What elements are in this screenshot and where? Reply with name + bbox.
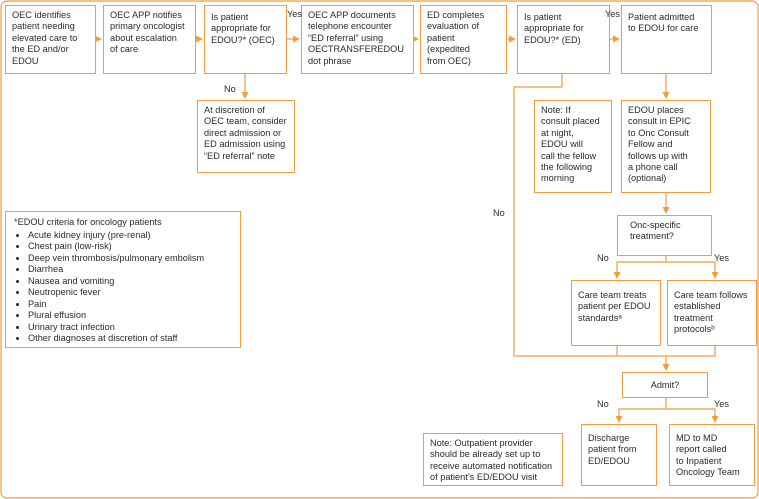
node-follows-protocols: Care team follows established treatment … [667,280,757,346]
node-app-notifies: OEC APP notifies primary oncologist abou… [103,5,196,74]
criteria-item: Neutropenic fever [28,287,232,299]
node-admitted-edou: Patient admitted to EDOU for care [621,5,712,74]
criteria-item: Diarrhea [28,264,232,276]
label-no-admit: No [597,399,609,409]
node-app-documents: OEC APP documents telephone encounter “E… [301,5,414,74]
criteria-item: Chest pain (low-risk) [28,241,232,253]
node-oec-identifies: OEC identifies patient needing elevated … [5,5,96,74]
criteria-item: Other diagnoses at discretion of staff [28,333,232,345]
criteria-item: Deep vein thrombosis/pulmonary embolism [28,253,232,265]
label-no-onc: No [597,253,609,263]
node-onc-specific: Onc-specific treatment? [617,215,712,256]
criteria-item: Nausea and vomiting [28,276,232,288]
arrow-onc-yes [666,261,719,279]
label-yes-oec: Yes [287,9,302,19]
label-no-ed: No [493,208,505,218]
line-decision-ed-no [513,74,617,357]
criteria-item: Pain [28,299,232,311]
node-decision-ed: Is patient appropriate for EDOU?* (ED) [517,5,610,74]
label-yes-ed: Yes [605,9,620,19]
arrow-admit-yes [666,408,719,423]
label-yes-admit: Yes [714,399,729,409]
node-md-report: MD to MD report called to Inpatient Onco… [669,424,755,486]
criteria-title: *EDOU criteria for oncology patients [14,217,162,227]
node-note-outpatient: Note: Outpatient provider should be alre… [423,433,563,486]
node-ed-completes: ED completes evaluation of patient (expe… [420,5,507,74]
node-discharge: Discharge patient from ED/EDOU [581,424,657,486]
node-decision-oec: Is patient appropriate for EDOU?* (OEC) [204,5,287,74]
criteria-item: Urinary tract infection [28,322,232,334]
node-admit: Admit? [622,372,708,398]
criteria-item: Plural effusion [28,310,232,322]
criteria-item: Acute kidney injury (pre-renal) [28,230,232,242]
edou-criteria-box: *EDOU criteria for oncology patients Acu… [5,211,241,348]
arrow-onc-no [613,256,667,279]
criteria-list: Acute kidney injury (pre-renal) Chest pa… [14,230,232,345]
arrow-admit-no [615,398,667,423]
node-edou-places: EDOU places consult in EPIC to Onc Consu… [621,100,711,193]
node-discretion: At discretion of OEC team, consider dire… [197,100,295,173]
label-yes-onc: Yes [714,253,729,263]
label-no-oec: No [224,84,236,94]
node-treats-standards: Care team treats patient per EDOU standa… [571,280,661,346]
line-follows-down [617,346,716,357]
node-note-night: Note: If consult placed at night, EDOU w… [534,100,612,193]
